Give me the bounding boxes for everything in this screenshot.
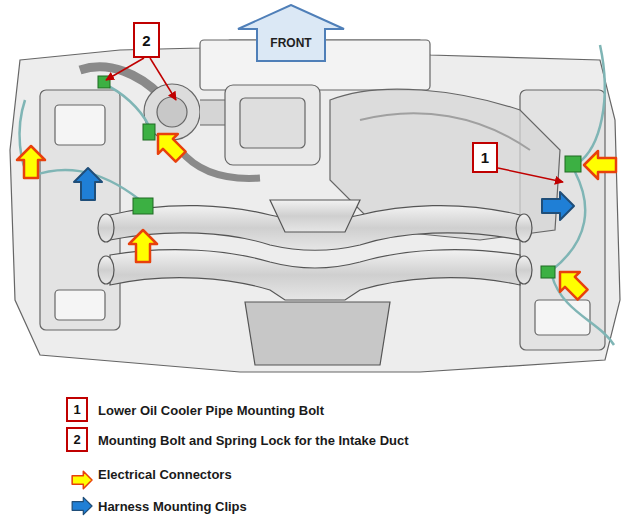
duct-detail xyxy=(360,113,530,150)
legend-callout-box: 1 xyxy=(66,397,88,422)
arrow-outline xyxy=(237,4,345,62)
electrical-connector xyxy=(143,124,155,140)
legend-row: Harness Mounting Clips xyxy=(98,497,247,515)
callout-number: 2 xyxy=(142,32,150,49)
connector-arrow xyxy=(17,146,45,178)
connector-arrow xyxy=(148,124,190,166)
head-detail xyxy=(55,290,105,320)
legend-callout-box: 2 xyxy=(66,427,88,452)
exhaust-flange xyxy=(98,214,114,242)
callout-number: 2 xyxy=(73,432,80,447)
cylinder-head xyxy=(40,90,120,330)
leader-line xyxy=(106,58,144,80)
callout-box: 2 xyxy=(133,22,160,58)
connector-arrow xyxy=(584,151,616,179)
electrical-connector xyxy=(98,76,110,88)
legend-text: Mounting Bolt and Spring Lock for the In… xyxy=(98,433,409,448)
direction-label: FRONT xyxy=(270,36,311,50)
harness-wire xyxy=(104,84,149,126)
harness-wire xyxy=(578,45,605,163)
exhaust-pipe xyxy=(110,250,520,300)
legend-connector-arrow xyxy=(72,471,92,488)
electrical-connector xyxy=(541,266,555,278)
clip-arrow xyxy=(542,192,574,220)
exhaust-flange xyxy=(98,256,114,284)
legend-text: Electrical Connectors xyxy=(98,467,232,482)
clip-arrow xyxy=(74,168,102,200)
pipe xyxy=(180,150,260,178)
exhaust-manifold xyxy=(98,200,532,365)
harness-wire xyxy=(552,172,585,270)
wiring-harness xyxy=(20,45,614,345)
legend-row: Lower Oil Cooler Pipe Mounting Bolt xyxy=(98,401,324,419)
engine-block xyxy=(10,40,620,372)
intake-box-detail xyxy=(240,98,305,148)
arrow-outline xyxy=(238,5,344,61)
exhaust-flange xyxy=(516,256,532,284)
legend-text: Lower Oil Cooler Pipe Mounting Bolt xyxy=(98,403,324,418)
leader-line xyxy=(498,168,563,182)
engine-block xyxy=(10,40,620,372)
connector-arrow xyxy=(550,262,592,304)
intake-box xyxy=(225,85,320,165)
direction-arrow: FRONT xyxy=(237,4,345,62)
legend-clip-arrow xyxy=(72,497,92,514)
electrical-connector xyxy=(24,76,581,278)
legend-text: Harness Mounting Clips xyxy=(98,499,247,514)
connector-arrow xyxy=(17,124,616,489)
exhaust-collector xyxy=(270,200,360,232)
legend-row: Mounting Bolt and Spring Lock for the In… xyxy=(98,431,409,449)
head-detail xyxy=(55,105,105,145)
head-detail xyxy=(535,300,590,335)
callout-number: 1 xyxy=(481,149,489,166)
callout-box: 1 xyxy=(472,142,498,173)
pipe xyxy=(200,100,228,125)
turbo-inlet xyxy=(157,97,187,127)
connector-arrow xyxy=(129,230,157,262)
clip-arrow xyxy=(72,168,574,515)
electrical-connector xyxy=(565,156,581,172)
callout-number: 1 xyxy=(73,402,80,417)
electrical-connector xyxy=(133,198,153,214)
exhaust-flange xyxy=(516,214,532,242)
leader-line xyxy=(106,58,563,182)
legend-row: Electrical Connectors xyxy=(98,465,232,483)
leader-line xyxy=(150,58,176,100)
oil-pan xyxy=(245,302,390,365)
